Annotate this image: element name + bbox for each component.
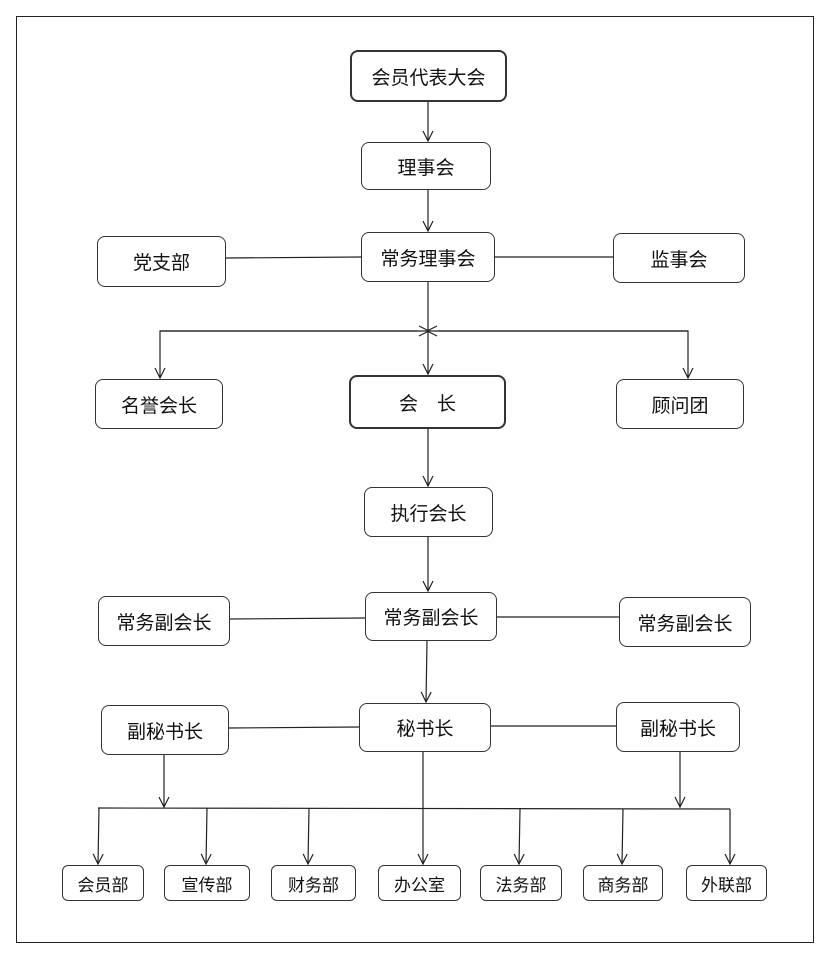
- node-assembly: 会员代表大会: [350, 50, 507, 102]
- arrow-bus-dept6: [622, 808, 623, 864]
- node-standing-council: 常务理事会: [361, 232, 495, 282]
- line-secretary-left: [228, 726, 360, 729]
- node-president: 会 长: [349, 375, 506, 429]
- node-department: 财务部: [271, 865, 356, 901]
- node-council: 理事会: [361, 142, 491, 190]
- node-department: 商务部: [583, 865, 663, 901]
- arrow-branch-honorary: [160, 330, 418, 378]
- node-standing-vp-right: 常务副会长: [619, 597, 751, 647]
- node-deputy-secretary-right: 副秘书长: [616, 702, 740, 752]
- arrow-bus-dept3: [308, 807, 309, 864]
- node-party-branch: 党支部: [97, 236, 226, 287]
- node-secretary-general: 秘书长: [359, 703, 491, 752]
- node-department: 法务部: [480, 865, 562, 901]
- node-department: 宣传部: [164, 865, 250, 901]
- line-party-to-standing: [225, 256, 362, 259]
- node-executive-president: 执行会长: [364, 487, 493, 537]
- node-honorary-president: 名誉会长: [95, 379, 223, 429]
- arrow-bus-dept1: [98, 807, 99, 864]
- node-standing-vp-center: 常务副会长: [365, 592, 497, 641]
- line-vp-left: [229, 617, 366, 620]
- bus-line: [97, 807, 731, 810]
- node-supervisory-board: 监事会: [613, 233, 745, 283]
- node-department: 办公室: [378, 865, 461, 901]
- diagram-frame: [16, 16, 814, 943]
- arrow-bus-dept2: [206, 807, 207, 864]
- node-department: 会员部: [62, 865, 144, 901]
- arrow-branch-advisory: [438, 330, 688, 378]
- arrow-bus-dept5: [519, 808, 520, 864]
- node-standing-vp-left: 常务副会长: [98, 596, 230, 646]
- node-advisory-group: 顾问团: [616, 379, 744, 429]
- node-deputy-secretary-left: 副秘书长: [101, 705, 229, 755]
- node-department: 外联部: [686, 865, 767, 901]
- arrow-vp-to-secretary: [426, 640, 427, 702]
